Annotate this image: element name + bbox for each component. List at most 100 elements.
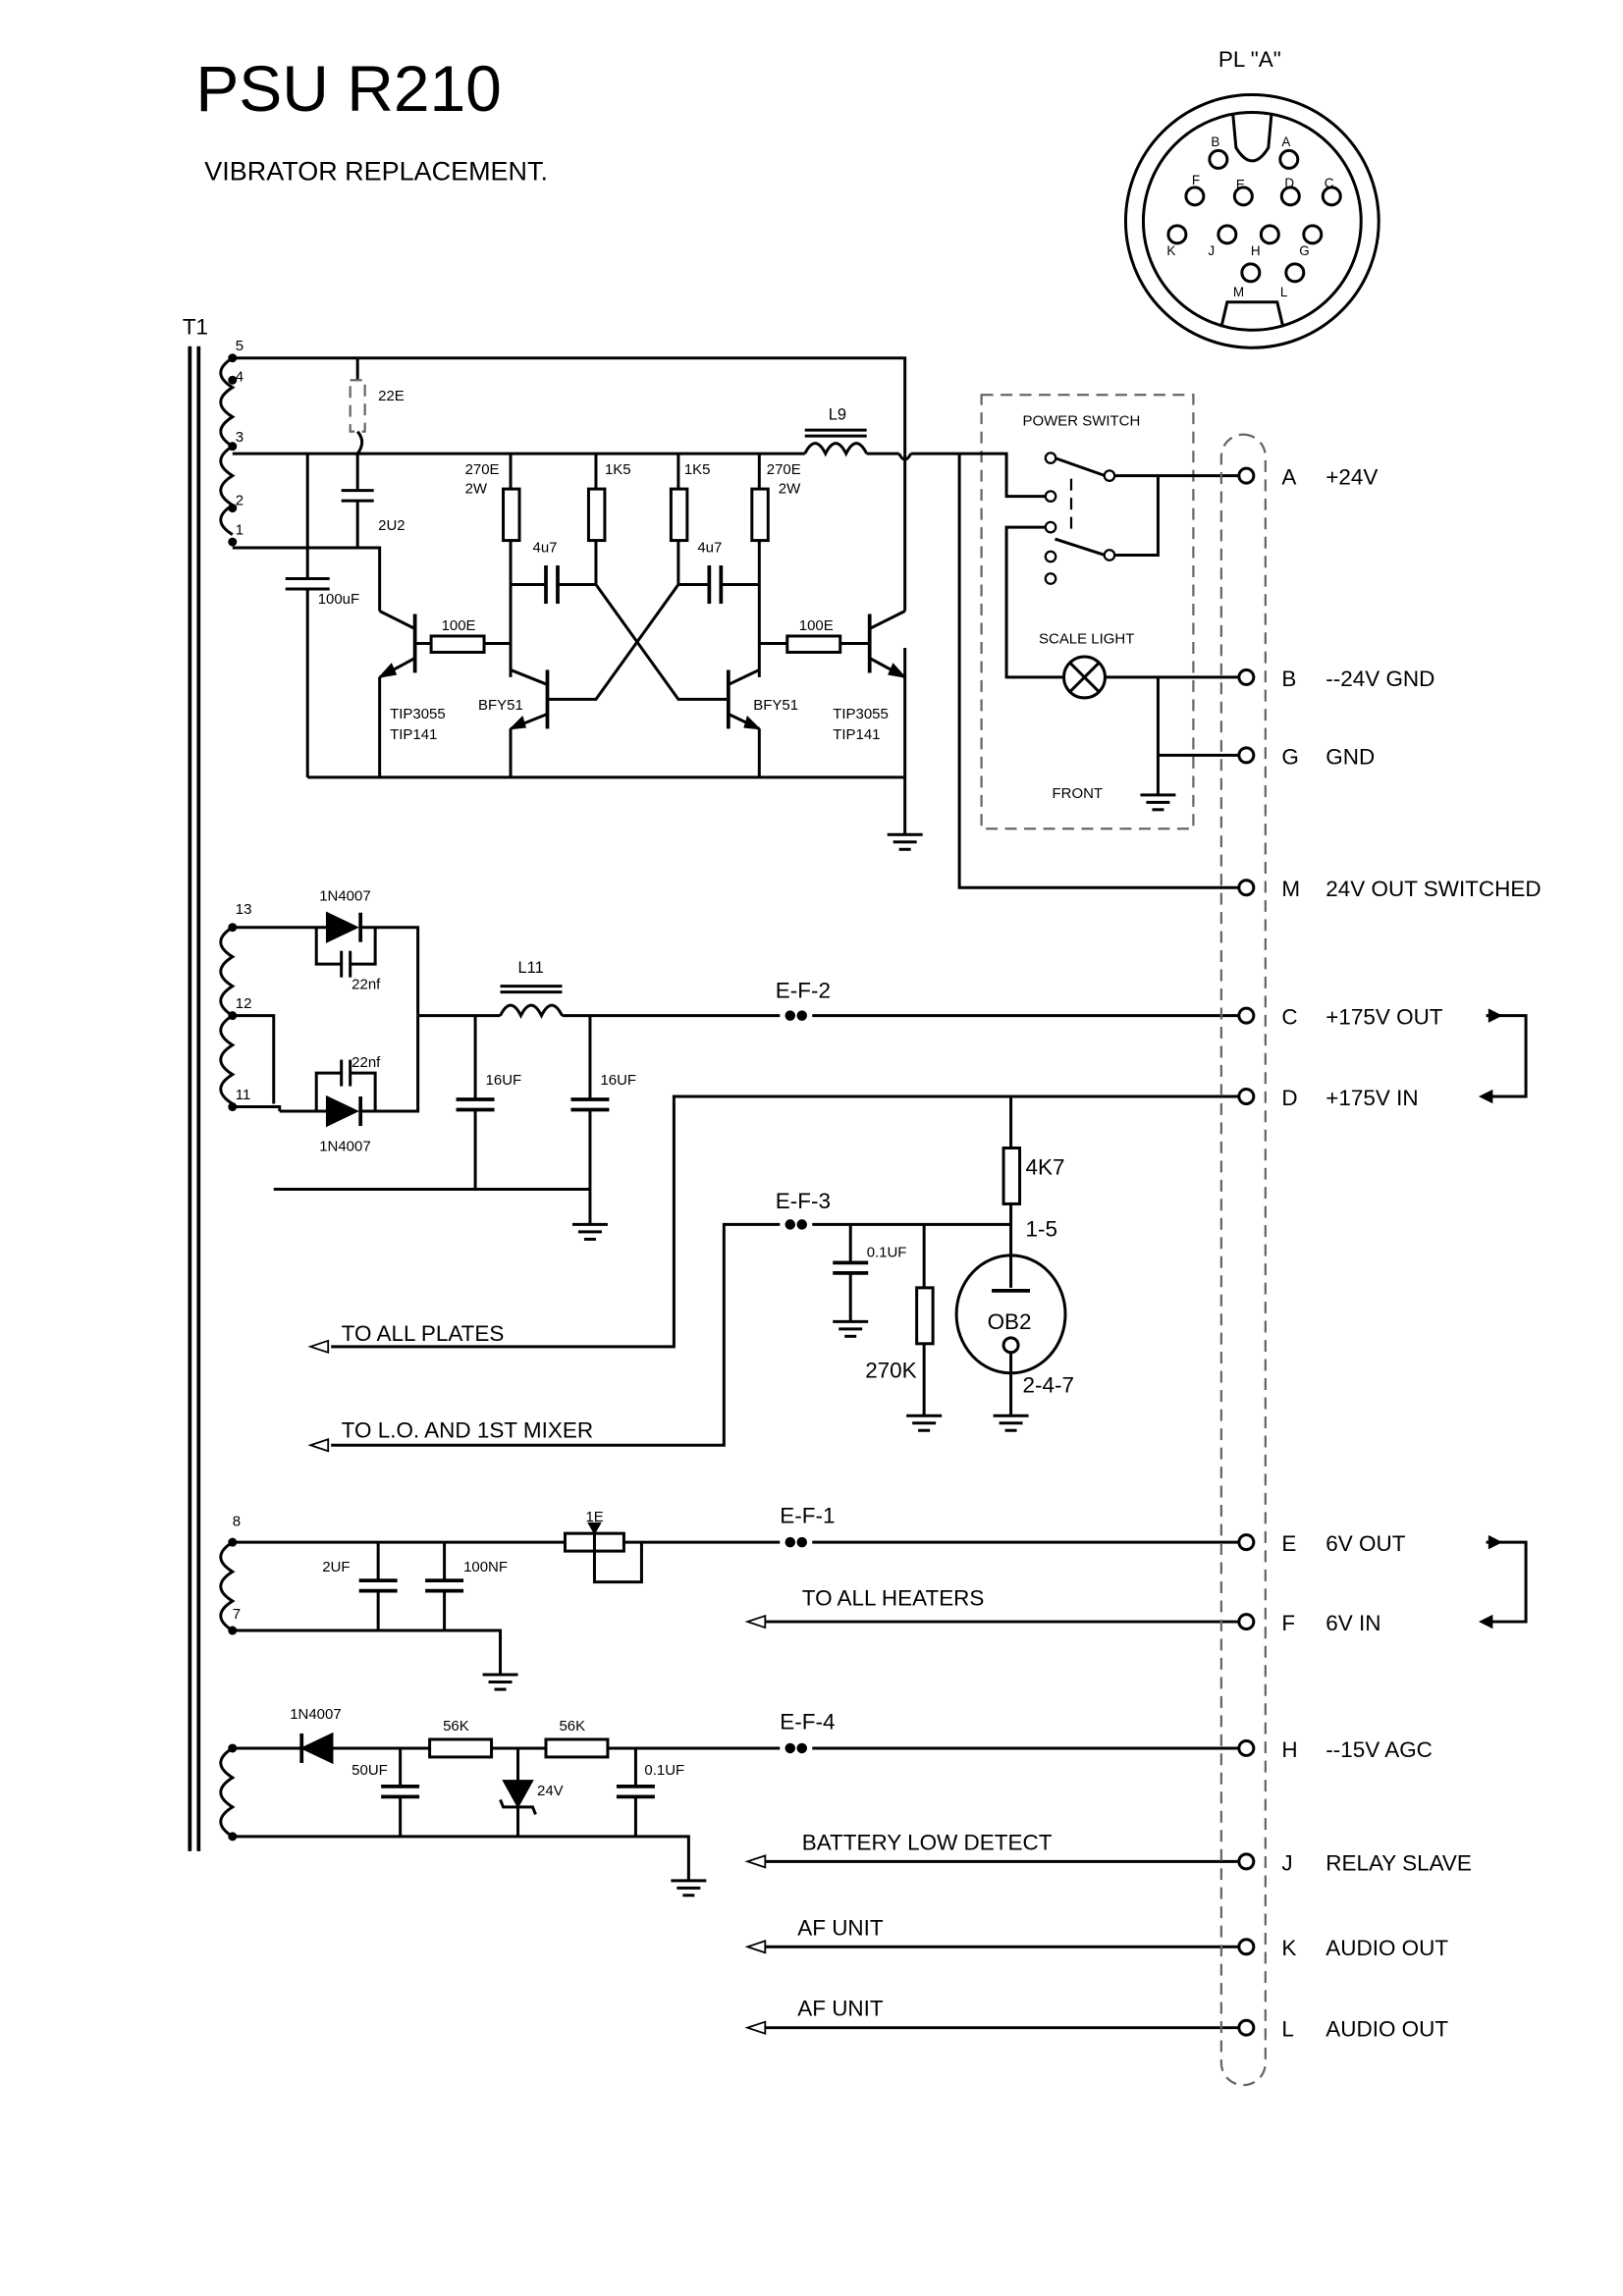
pin-letter-h: H [1251,243,1261,258]
d2-label: 1N4007 [319,1138,370,1154]
d3-label: 1N4007 [290,1706,341,1723]
pin-letter-f: F [1192,173,1200,187]
terminal-label-f: 6V IN [1325,1611,1380,1635]
terminal-pin-h: H [1281,1737,1297,1762]
pin-letter-d: D [1284,176,1294,190]
tap-11: 11 [236,1087,251,1103]
terminal-m [1237,879,1256,897]
to-lo-mixer-label: TO L.O. AND 1ST MIXER [342,1418,593,1443]
terminal-l [1237,2018,1256,2037]
scale-light-label: SCALE LIGHT [1039,630,1134,647]
agc-section: 1N4007 56K 56K E-F-4 50UF 24V 0.1UF [232,1706,1241,1897]
c2uf-label: 2UF [322,1559,350,1575]
terminal-pin-e: E [1281,1531,1296,1556]
pin-letter-g: G [1299,243,1309,258]
q-out-r-label-1: TIP3055 [833,706,889,722]
q-out-l-label-1: TIP3055 [390,706,446,722]
q-out-l-label-2: TIP141 [390,726,437,743]
terminal-d [1237,1088,1256,1106]
battery-low-label: BATTERY LOW DETECT [802,1830,1053,1854]
pin-letter-a: A [1281,134,1290,149]
af-unit-2-label: AF UNIT [797,1997,884,2021]
af-unit-1-label: AF UNIT [797,1915,884,1940]
tap-7: 7 [233,1606,241,1623]
terminal-k [1237,1938,1256,1956]
terminal-h [1237,1738,1256,1757]
terminal-label-k: AUDIO OUT [1325,1936,1448,1960]
r270e-l-watt: 2W [465,481,488,498]
connector-pl-a: PL "A" B A F E D C K J H G M L [1123,47,1380,349]
r1k5-r-label: 1K5 [684,461,711,478]
r270e-l-label: 270E [465,461,500,478]
r270e-r-watt: 2W [779,481,801,498]
ef1-label: E-F-1 [780,1504,835,1528]
z24v-label: 24V [537,1783,564,1799]
terminal-label-e: 6V OUT [1325,1531,1405,1556]
terminal-label-l: AUDIO OUT [1325,2017,1448,2042]
tap-12: 12 [236,995,252,1012]
r100e-l-label: 100E [442,617,476,634]
ef3-label: E-F-3 [776,1189,831,1213]
r56k-2-label: 56K [559,1718,585,1735]
q-drv-l-label: BFY51 [478,697,523,714]
r270k-label: 270K [865,1358,916,1382]
power-switch-label: POWER SWITCH [1023,413,1141,430]
tap-13: 13 [236,901,252,918]
r270e-r-label: 270E [767,461,801,478]
ob2-top-pin: 1-5 [1026,1216,1057,1241]
c2u2-label: 2U2 [378,517,405,534]
c16uf-1-label: 16UF [486,1072,522,1089]
c4u7-r-label: 4u7 [697,540,722,557]
pin-letter-b: B [1211,134,1219,149]
to-all-plates-label: TO ALL PLATES [342,1321,505,1346]
page-subtitle: VIBRATOR REPLACEMENT. [204,156,548,186]
pin-letter-k: K [1166,243,1175,258]
transformer-label: T1 [183,315,208,340]
terminal-label-g: GND [1325,744,1375,769]
terminal-pin-a: A [1281,465,1296,490]
r22e-label: 22E [378,388,405,404]
transformer-t1: T1 5 4 3 2 1 13 12 11 8 7 [183,315,252,1851]
c22nf-1-label: 22nf [352,977,381,993]
tap-8: 8 [233,1514,241,1530]
r4k7-label: 4K7 [1026,1154,1065,1179]
pin-letter-c: C [1325,176,1334,190]
pin-letter-l: L [1280,285,1288,299]
terminal-pin-b: B [1281,667,1296,691]
terminal-pin-d: D [1281,1086,1297,1110]
ht-supply-section: 1N4007 22nf 22nf 1N4007 L11 E-F-2 16UF 1… [232,888,1528,1453]
terminal-a [1237,466,1256,485]
q-drv-r-label: BFY51 [753,697,798,714]
c01uf-a-label: 0.1UF [867,1244,907,1260]
d1-label: 1N4007 [319,888,370,905]
terminal-j [1237,1852,1256,1871]
terminal-e [1237,1533,1256,1552]
connector-pin-holes [1166,148,1342,284]
tap-1: 1 [236,522,243,539]
c16uf-2-label: 16UF [600,1072,636,1089]
c100uf-label: 100uF [318,591,359,608]
terminal-c [1237,1006,1256,1025]
c100nf-label: 100NF [463,1559,508,1575]
terminal-pin-k: K [1281,1936,1296,1960]
r1k5-l-label: 1K5 [605,461,631,478]
tap-4: 4 [236,369,243,386]
c22nf-2-label: 22nf [352,1054,381,1071]
signal-nets: BATTERY LOW DETECT AF UNIT AF UNIT [746,1830,1241,2035]
terminal-label-m: 24V OUT SWITCHED [1325,877,1541,901]
terminal-pin-j: J [1281,1850,1292,1875]
terminal-label-b: --24V GND [1325,667,1434,691]
r1e-label: 1E [585,1509,603,1525]
terminal-label-a: +24V [1325,465,1378,490]
terminal-pin-f: F [1281,1611,1295,1635]
terminal-pin-m: M [1281,877,1300,901]
tap-5: 5 [236,338,243,354]
heater-section: 1E E-F-1 2UF 100NF TO ALL HEATERS [232,1504,1528,1691]
q-out-r-label-2: TIP141 [833,726,880,743]
ob2-bottom-pin: 2-4-7 [1023,1372,1074,1397]
terminal-label-h: --15V AGC [1325,1737,1433,1762]
l11-label: L11 [518,959,544,977]
c01uf-b-label: 0.1UF [644,1762,684,1779]
